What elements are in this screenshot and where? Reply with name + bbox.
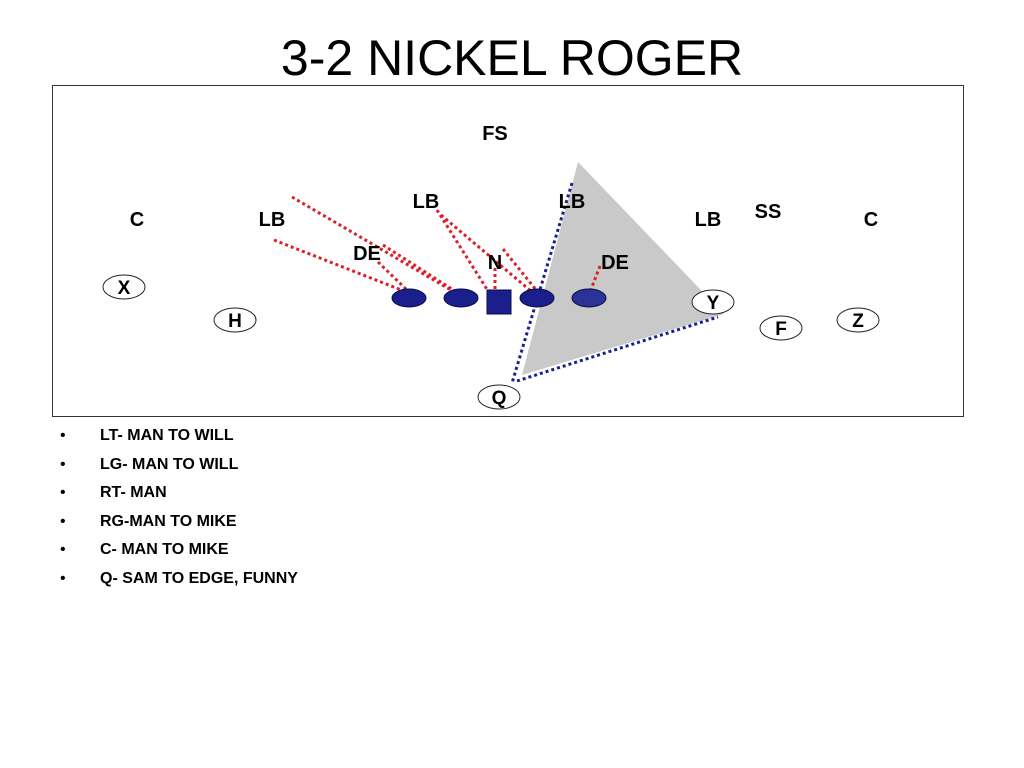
x-receiver-label: X: [118, 278, 131, 299]
right-guard: [519, 288, 555, 308]
block-line: [440, 213, 533, 294]
quarterback-marker: [477, 384, 521, 410]
quarterback-label: Q: [492, 388, 507, 409]
linebacker-mid-left-label: LB: [413, 191, 440, 213]
defense-labels: FS C LB LB LB LB SS C DE N DE: [130, 123, 878, 274]
offense-labels: X H Y F Z Q: [118, 278, 865, 409]
block-line: [273, 238, 410, 295]
play-field: [52, 85, 964, 417]
block-line: [382, 243, 459, 295]
y-end-marker: [691, 289, 735, 315]
linebacker-left-label: LB: [259, 209, 286, 231]
h-back-label: H: [228, 311, 242, 332]
block-line: [588, 265, 602, 293]
free-safety-label: FS: [482, 123, 508, 145]
list-item: •RG-MAN TO MIKE: [60, 512, 237, 530]
list-item: •C- MAN TO MIKE: [60, 541, 229, 559]
strong-safety-label: SS: [755, 201, 782, 223]
list-item: •LG- MAN TO WILL: [60, 455, 239, 473]
block-line: [435, 209, 490, 292]
note-text: Q- SAM TO EDGE, FUNNY: [100, 569, 298, 587]
list-item: •Q- SAM TO EDGE, FUNNY: [60, 569, 298, 587]
edge-line: [510, 182, 574, 384]
note-text: RT- MAN: [100, 484, 167, 502]
note-text: LG- MAN TO WILL: [100, 455, 239, 473]
offensive-line: [391, 288, 607, 315]
z-receiver-label: Z: [852, 311, 864, 332]
nose-tackle-label: N: [488, 252, 502, 274]
x-receiver-marker: [102, 274, 146, 300]
list-item: •RT- MAN: [60, 484, 167, 502]
note-text: RG-MAN TO MIKE: [100, 512, 237, 530]
f-back-marker: [759, 315, 803, 341]
defensive-end-left-label: DE: [353, 243, 381, 265]
f-back-label: F: [775, 319, 787, 340]
corner-left-label: C: [130, 209, 144, 231]
note-text: LT- MAN TO WILL: [100, 427, 234, 444]
defensive-end-right-label: DE: [601, 252, 629, 274]
linebacker-mid-right-label: LB: [559, 191, 586, 213]
page-title: 3-2 NICKEL ROGER: [280, 30, 744, 86]
blocking-lines: [273, 195, 602, 295]
linebacker-right-label: LB: [695, 209, 722, 231]
left-guard: [443, 288, 479, 308]
assignment-notes: •LT- MAN TO WILL •LG- MAN TO WILL •RT- M…: [60, 426, 298, 598]
offense-skill: [102, 274, 880, 410]
zone-triangle: [522, 162, 724, 375]
block-line: [376, 260, 412, 295]
z-receiver-marker: [836, 307, 880, 333]
center: [486, 289, 512, 315]
block-line: [291, 195, 457, 295]
y-end-label: Y: [707, 293, 720, 314]
left-tackle: [391, 288, 427, 308]
edge-line: [516, 315, 719, 383]
corner-right-label: C: [864, 209, 878, 231]
h-back-marker: [213, 307, 257, 333]
right-tackle: [571, 288, 607, 308]
list-item: •LT- MAN TO WILL: [60, 427, 234, 444]
qb-lines: [510, 182, 719, 384]
note-text: C- MAN TO MIKE: [100, 541, 229, 559]
